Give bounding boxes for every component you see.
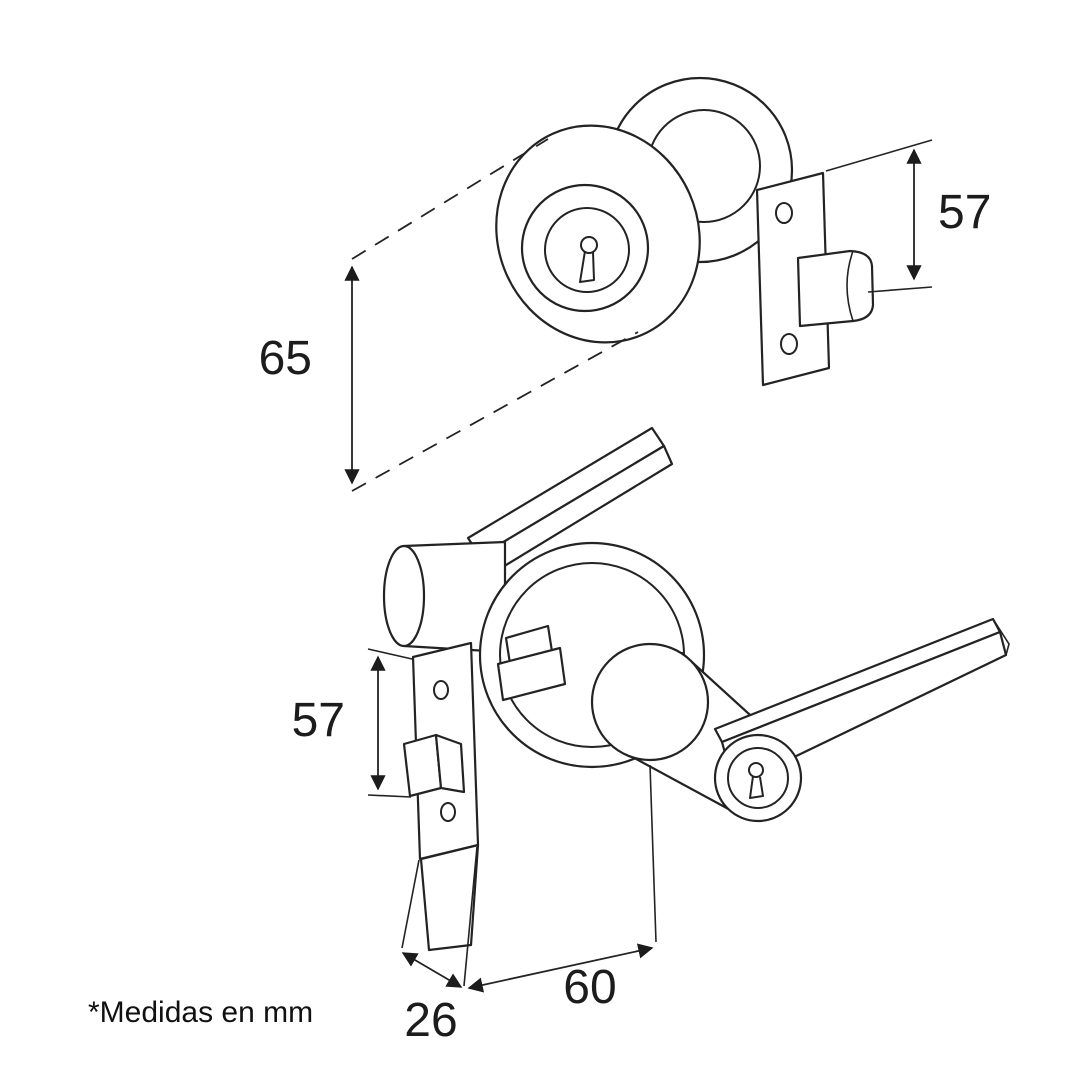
lever-key-cylinder-face — [727, 747, 789, 809]
extension-line — [649, 764, 657, 943]
dashed-extension-line — [351, 138, 549, 260]
dimension-label-latch-width: 26 — [404, 994, 457, 1047]
dimension-arrow-line — [401, 952, 463, 988]
dimension-label-rose-width: 60 — [563, 961, 616, 1014]
latch-bolt-front — [402, 733, 443, 798]
dimension-label-deadbolt-height: 57 — [938, 186, 991, 239]
lever-hub — [590, 642, 710, 762]
dimension-deadbolt-height: 57 — [825, 139, 991, 293]
dimension-backset: 65 — [259, 138, 639, 492]
extension-line — [367, 648, 413, 660]
dimension-lever-height: 57 — [292, 648, 413, 798]
extension-line — [825, 139, 933, 172]
extension-line — [867, 286, 933, 293]
keyhole-icon — [580, 236, 598, 254]
latch-mechanism-block — [496, 646, 567, 702]
units-note: *Medidas en mm — [88, 996, 313, 1029]
screw-hole — [775, 202, 793, 224]
deadbolt-bolt — [796, 249, 875, 328]
lever-lockset-drawing — [382, 426, 1010, 952]
dimension-label-lever-height: 57 — [292, 694, 345, 747]
screw-hole — [433, 680, 449, 700]
dashed-extension-line — [351, 331, 639, 492]
deadbolt-drawing — [495, 76, 875, 387]
bolt-edge — [846, 250, 854, 322]
dimension-bottom: 26 60 — [401, 764, 657, 1047]
deadbolt-strike-plate — [755, 171, 831, 387]
deadbolt-cylinder-face — [544, 207, 630, 293]
back-lever-top — [466, 426, 666, 558]
screw-hole — [780, 333, 798, 355]
dimension-arrow-line — [467, 943, 654, 993]
screw-hole — [440, 802, 456, 822]
lever-chassis-cap — [382, 544, 426, 648]
extension-line — [463, 846, 478, 987]
latch-bolt-side — [434, 733, 466, 794]
dimension-label-backset: 65 — [259, 332, 312, 385]
keyhole-slot — [749, 775, 764, 799]
keyhole-icon — [748, 762, 764, 778]
keyhole-slot — [579, 250, 595, 283]
extension-line — [367, 794, 412, 798]
extension-line — [401, 859, 420, 949]
front-lever-tip — [992, 618, 1010, 656]
